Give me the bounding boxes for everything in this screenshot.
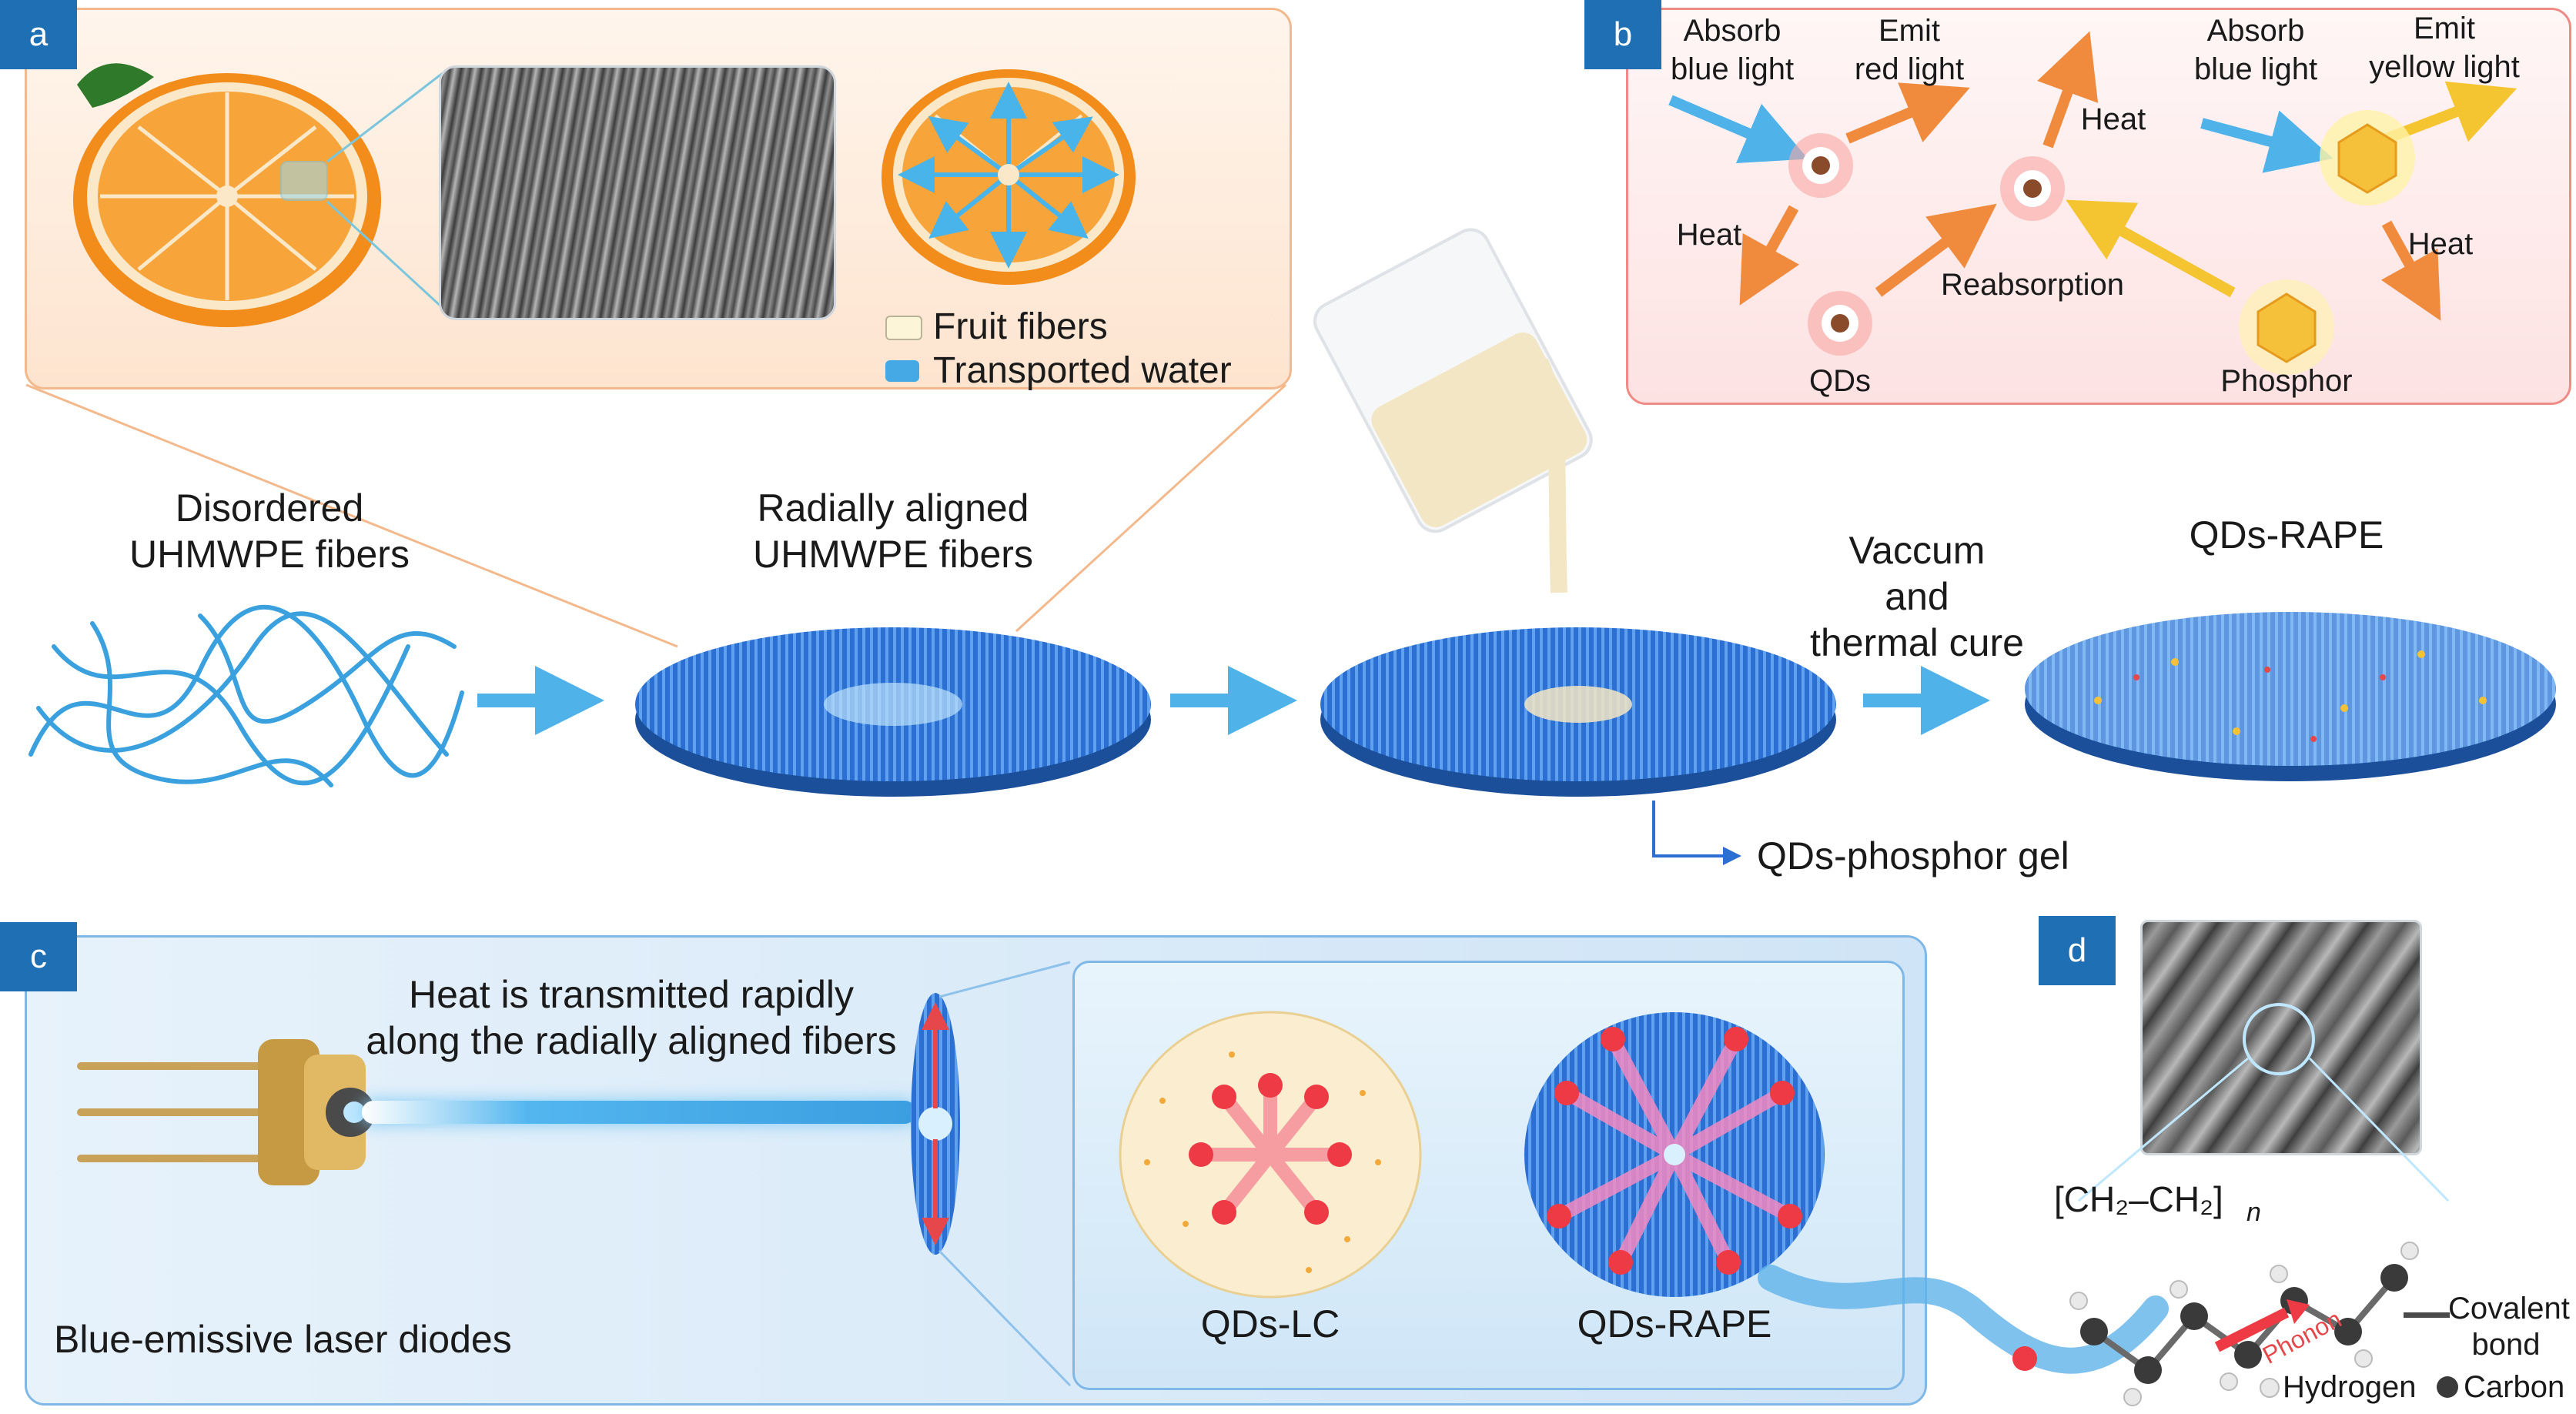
qds-rape-comparison-disc: [1524, 1012, 1825, 1297]
heat-label-1: Heat: [1676, 218, 1742, 252]
sem-image-d: [2140, 920, 2422, 1155]
absorb-blue-label-1-line1: Absorb: [1683, 14, 1781, 48]
emit-red-label-line1: Emit: [1878, 14, 1940, 48]
emit-red-label-line2: red light: [1854, 52, 1965, 86]
hydrogen-icon: [2260, 1378, 2280, 1398]
quantum-dot-icon: [1808, 291, 1872, 356]
radial-fiber-disc: [635, 627, 1151, 797]
phosphor-label: Phosphor: [2220, 364, 2353, 398]
heat-label-3: Heat: [2407, 227, 2474, 261]
heat-label-2: Heat: [2080, 102, 2146, 136]
covalent-bond-label-line1: Covalent: [2448, 1292, 2570, 1325]
laser-label: Blue-emissive laser diodes: [54, 1318, 512, 1361]
edge-disc-icon: [911, 993, 960, 1255]
absorb-blue-label-2-line2: blue light: [2193, 52, 2318, 86]
radial-label-line2: UHMWPE fibers: [753, 533, 1033, 576]
gel-pointer-line: [1652, 801, 1741, 865]
qds-rape-disc: [2025, 612, 2556, 781]
panel-b-arrows: [1668, 31, 2517, 321]
laser-beam: [362, 1101, 916, 1124]
carbon-icon: [2437, 1376, 2458, 1398]
beaker-icon: [1313, 228, 1593, 593]
product-label: QDs-RAPE: [2189, 513, 2384, 557]
covalent-bond-label-line2: bond: [2471, 1328, 2541, 1362]
hydrogen-label: Hydrogen: [2283, 1370, 2417, 1404]
orange-water-transport-icon: [882, 69, 1136, 285]
formula-subscript-n: n: [2246, 1198, 2261, 1227]
process-arrows: [477, 666, 1990, 735]
emit-yellow-label-line2: yellow light: [2369, 50, 2520, 84]
covalent-bond-swatch: [2404, 1312, 2450, 1318]
panel-c-badge: c: [0, 922, 77, 991]
legend-water-swatch: [885, 360, 919, 382]
vacuum-label-line1: Vaccum: [1848, 529, 1986, 572]
legend-fibers-label: Fruit fibers: [933, 306, 1108, 347]
absorb-blue-label-1-line2: blue light: [1670, 52, 1795, 86]
qds-lc-disc: [1119, 1011, 1422, 1299]
panel-a-badge: a: [0, 0, 77, 69]
reabsorption-label: Reabsorption: [1941, 268, 2124, 302]
heat-caption-line1: Heat is transmitted rapidly: [408, 973, 854, 1016]
emit-yellow-label-line1: Emit: [2414, 12, 2475, 45]
carbon-label: Carbon: [2464, 1370, 2565, 1404]
quantum-dot-icon: [1788, 133, 1853, 198]
legend-water-label: Transported water: [933, 350, 1232, 391]
orange-fruit-icon: [73, 63, 381, 327]
molecule-chain-icon: [2069, 1242, 2419, 1406]
disordered-label-line2: UHMWPE fibers: [129, 533, 410, 576]
qds-label: QDs: [1809, 364, 1871, 398]
vacuum-label-line2: and: [1885, 575, 1949, 618]
disordered-fibers-icon: [28, 604, 464, 787]
qds-rape-label: QDs-RAPE: [1577, 1302, 1772, 1345]
radial-fiber-disc-with-gel: [1320, 627, 1836, 797]
heat-caption-line2: along the radially aligned fibers: [366, 1019, 897, 1062]
zoom-lines-sem: [326, 72, 444, 309]
radial-label-line1: Radially aligned: [757, 486, 1029, 530]
legend-fibers-swatch: [885, 316, 922, 340]
formula-unit: [CH₂–CH₂]: [2054, 1179, 2223, 1219]
disordered-label-line1: Disordered: [175, 486, 364, 530]
quantum-dot-icon: [2000, 156, 2065, 221]
panel-d-badge: d: [2039, 916, 2116, 985]
absorb-blue-label-2-line1: Absorb: [2206, 14, 2305, 48]
vacuum-label-line3: thermal cure: [1810, 621, 2024, 664]
panel-b-badge: b: [1584, 0, 1661, 69]
laser-diode-icon: [77, 1039, 375, 1185]
phosphor-crystal-icon: [2320, 110, 2415, 206]
gel-label: QDs-phosphor gel: [1757, 834, 2069, 877]
qds-lc-label: QDs-LC: [1200, 1302, 1340, 1345]
phosphor-crystal-icon: [2239, 279, 2334, 375]
sem-image: [439, 65, 836, 320]
